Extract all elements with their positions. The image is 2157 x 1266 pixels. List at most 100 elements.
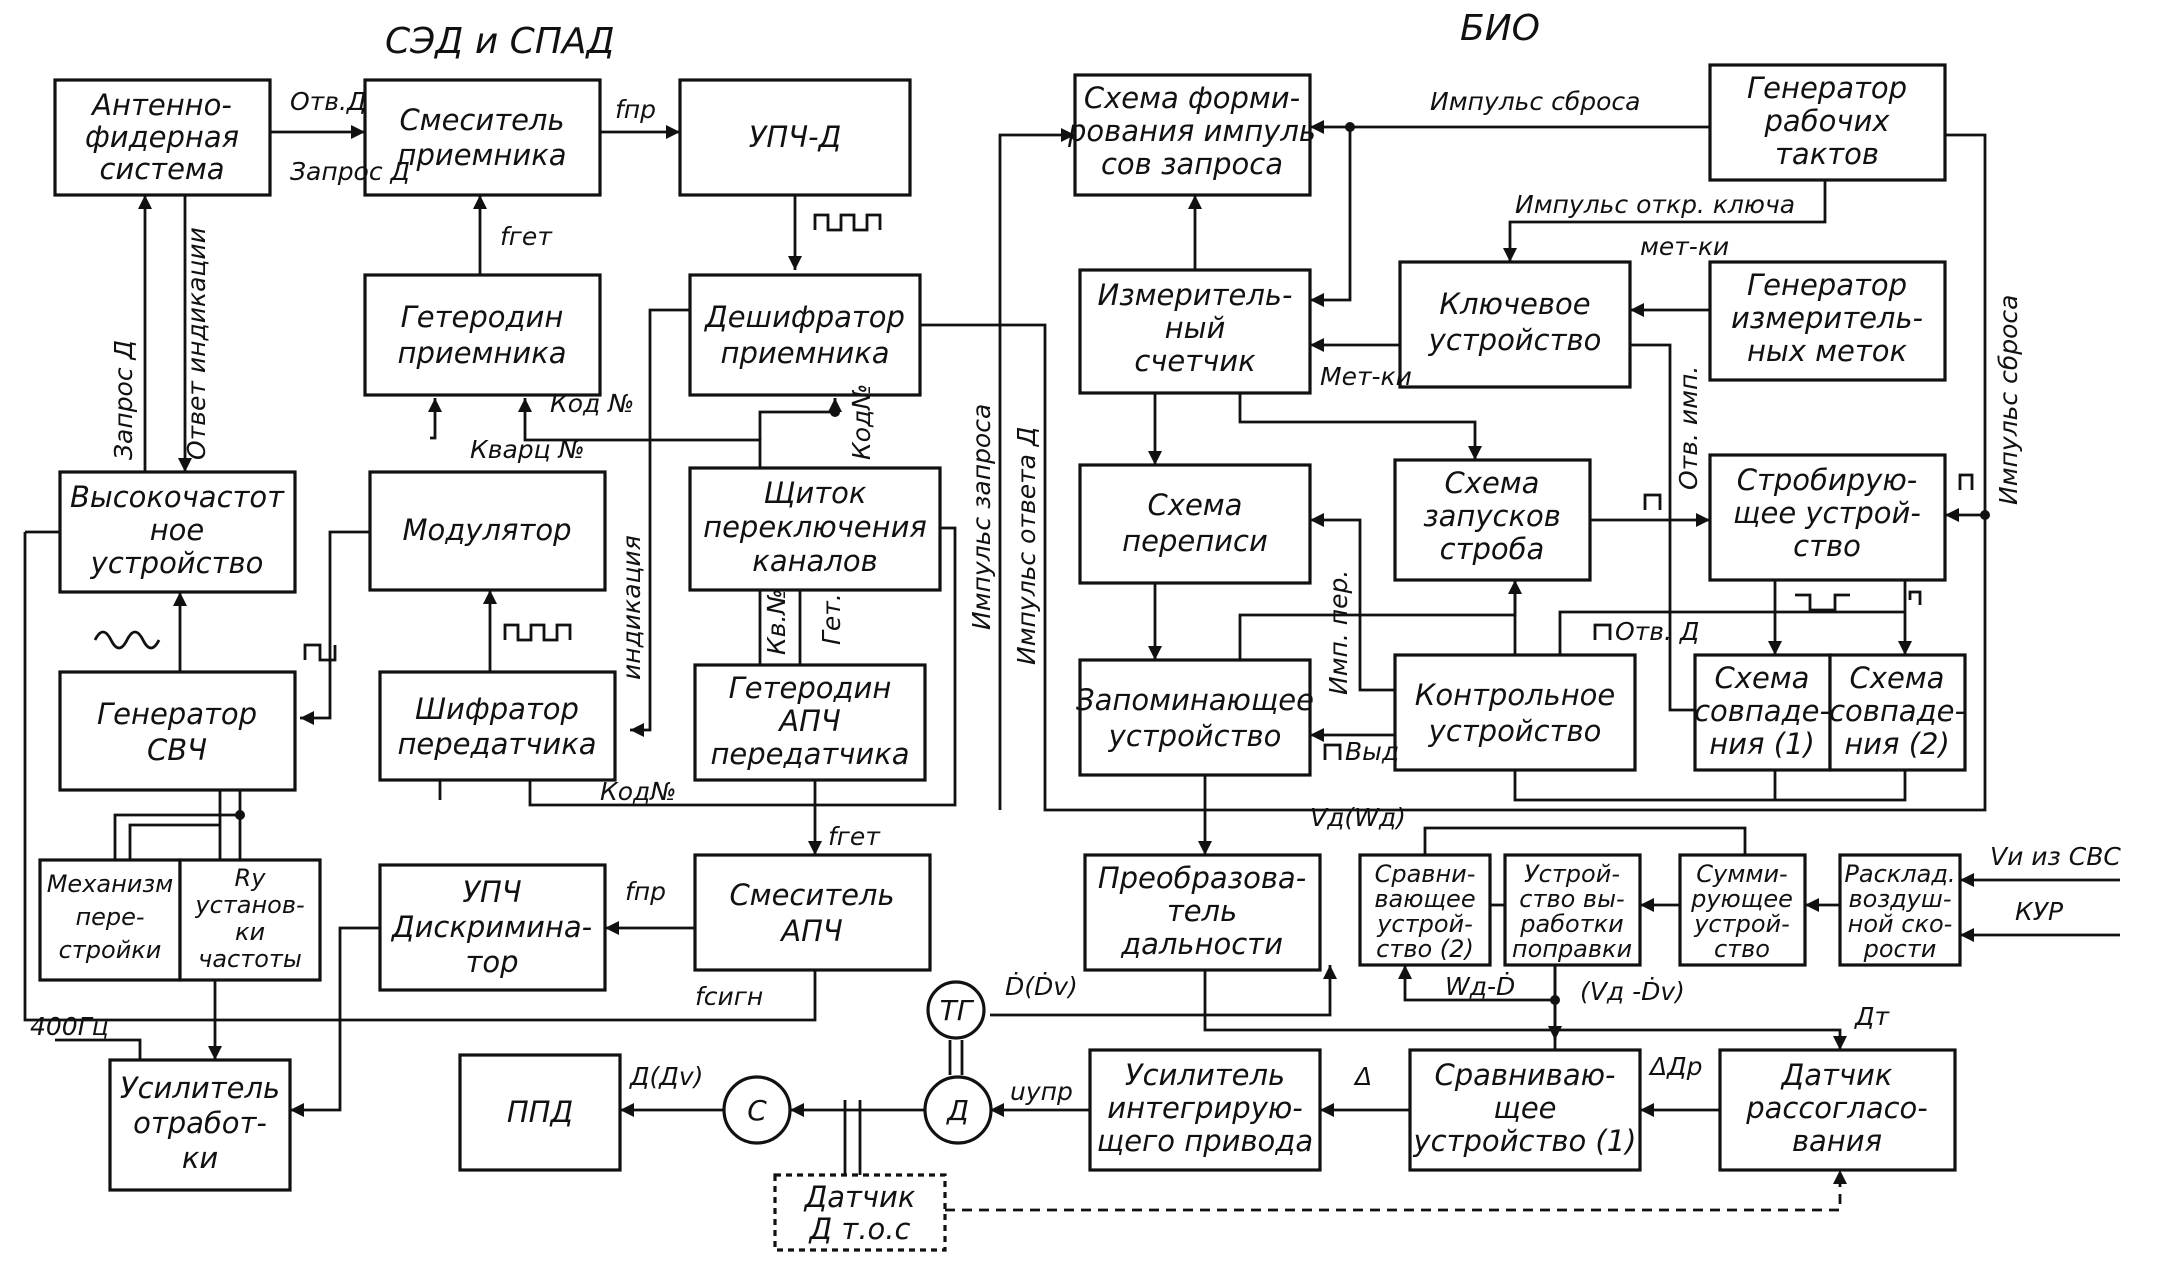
label-f-get-2: fгет	[828, 822, 881, 851]
svg-text:дальности: дальности	[1120, 927, 1283, 961]
svg-text:частоты: частоты	[198, 945, 302, 973]
svg-text:сов запроса: сов запроса	[1101, 147, 1283, 181]
svg-text:Генератор: Генератор	[1747, 71, 1907, 105]
label-indikatsiya: индикация	[617, 535, 646, 680]
block-correction-device: Устрой- ство вы- работки поправки	[1503, 853, 1642, 967]
block-mixer-receiver: Смеситель приемника	[363, 78, 602, 197]
pulse-query	[1643, 493, 1662, 510]
label-otv-d-2: Отв. Д	[1615, 617, 1699, 646]
svg-text:тактов: тактов	[1775, 137, 1879, 171]
block-amplifier-working: Усилитель отработ- ки	[108, 1058, 292, 1192]
block-heterodyne-receiver: Гетеродин приемника	[363, 273, 602, 397]
svg-text:тель: тель	[1167, 894, 1237, 928]
svg-text:воздуш-: воздуш-	[1848, 885, 1951, 913]
selsyn-c: С	[722, 1075, 792, 1145]
label-wd-d: Wд-Ḋ	[1445, 972, 1515, 1001]
svg-text:АПЧ: АПЧ	[777, 704, 841, 738]
svg-text:ство: ство	[1714, 935, 1770, 963]
svg-text:С: С	[747, 1094, 767, 1127]
block-channel-switch-panel: Щиток переключения каналов	[688, 466, 942, 592]
label-kod-3: Код№	[600, 777, 676, 806]
svg-text:интегрирую-: интегрирую-	[1107, 1091, 1302, 1125]
block-summing-device: Сумми- рующее устрой- ство	[1678, 853, 1807, 967]
block-memory-device: Запоминающее устройство	[1076, 658, 1314, 777]
label-vd-dv: (Vд -Ḋv)	[1580, 977, 1685, 1006]
motor-d: Д	[923, 1075, 993, 1145]
svg-text:Щиток: Щиток	[764, 476, 867, 510]
svg-text:Стробирую-: Стробирую-	[1737, 463, 1917, 497]
label-vd-wd: Vд(Wд)	[1310, 803, 1406, 832]
pulse-train-modulator	[503, 623, 572, 642]
svg-text:Схема: Схема	[1445, 466, 1540, 500]
label-f-pr-1: fпр	[615, 95, 656, 124]
block-measuring-counter: Измеритель- ный счетчик	[1078, 268, 1312, 395]
svg-text:Шифратор: Шифратор	[415, 692, 579, 726]
svg-text:АПЧ: АПЧ	[779, 914, 843, 948]
svg-text:ное: ное	[150, 513, 205, 547]
svg-text:УПЧ: УПЧ	[462, 875, 521, 909]
label-get: Гет.	[817, 593, 846, 645]
svg-text:ния (2): ния (2)	[1844, 727, 1950, 761]
svg-text:ство (2): ство (2)	[1376, 935, 1474, 963]
svg-text:Сравниваю-: Сравниваю-	[1434, 1058, 1615, 1092]
svg-text:ный: ный	[1165, 311, 1226, 345]
svg-text:счетчик: счетчик	[1134, 344, 1256, 378]
svg-text:отработ-: отработ-	[133, 1106, 267, 1140]
sine-burst-hf	[93, 630, 161, 650]
svg-text:ки: ки	[235, 918, 265, 946]
svg-text:ство вы-: ство вы-	[1519, 885, 1624, 913]
label-metki-1: мет-ки	[1640, 232, 1729, 261]
label-d-dv: Ḋ(Ḋv)	[1005, 972, 1078, 1001]
pulse-waveforms	[93, 213, 1974, 760]
svg-text:совпаде-: совпаде-	[1694, 694, 1830, 728]
label-kv-no: Кв.№	[762, 589, 791, 655]
svg-text:ных меток: ных меток	[1747, 334, 1908, 368]
pulse-coinc2	[1908, 590, 1922, 605]
svg-text:запусков: запусков	[1423, 499, 1561, 533]
svg-text:вающее: вающее	[1374, 885, 1475, 913]
pulse-vyd	[1323, 743, 1342, 760]
label-otv-d: Отв.Д	[290, 87, 366, 116]
block-upch-discriminator: УПЧ Дискримина- тор	[378, 863, 607, 992]
svg-text:ной ско-: ной ско-	[1848, 910, 1953, 938]
svg-text:устройство (1): устройство (1)	[1413, 1124, 1637, 1158]
svg-text:Сумми-: Сумми-	[1696, 860, 1787, 888]
svg-text:устройство: устройство	[1428, 323, 1602, 357]
svg-text:Гетеродин: Гетеродин	[401, 300, 564, 334]
block-frequency-setting: Rу установ- ки частоты	[178, 858, 322, 982]
pulse-strobe-out	[1795, 593, 1850, 612]
svg-text:Дешифратор: Дешифратор	[703, 300, 905, 334]
svg-text:УПЧ-Д: УПЧ-Д	[749, 120, 841, 154]
label-zapros-d: Запрос Д	[290, 157, 410, 186]
block-decoder-receiver: Дешифратор приемника	[688, 273, 922, 397]
svg-text:ки: ки	[182, 1141, 218, 1175]
block-upch-d: УПЧ-Д	[678, 78, 912, 197]
svg-text:щее: щее	[1494, 1091, 1557, 1125]
svg-text:вания: вания	[1792, 1124, 1882, 1158]
svg-text:строба: строба	[1440, 532, 1545, 566]
svg-text:рующее: рующее	[1690, 885, 1793, 913]
svg-text:ТГ: ТГ	[940, 994, 975, 1027]
label-400hz: 400Гц	[30, 1012, 109, 1041]
label-d-dv-out: Д(Дv)	[629, 1062, 703, 1091]
label-kvarts: Кварц №	[470, 435, 585, 464]
svg-text:ния (1): ния (1)	[1709, 727, 1815, 761]
block-coincidence-circuit-2: Схема совпаде- ния (2)	[1828, 653, 1967, 772]
svg-text:Контрольное: Контрольное	[1415, 678, 1616, 712]
svg-text:Схема: Схема	[1850, 661, 1945, 695]
label-impuls-otkr-klyucha: Импульс откр. ключа	[1515, 190, 1795, 219]
svg-text:Устрой-: Устрой-	[1524, 860, 1620, 888]
label-kod-1: Код №	[550, 389, 634, 418]
label-delta-dr: ΔДр	[1648, 1052, 1703, 1081]
label-impuls-sbrosa-2: Импульс сброса	[1994, 295, 2023, 506]
block-ppd: ППД	[458, 1053, 622, 1172]
label-impuls-sbrosa-1: Импульс сброса	[1430, 87, 1641, 116]
label-otvet-indikatsii: Ответ индикации	[182, 227, 211, 460]
svg-text:Усилитель: Усилитель	[120, 1071, 280, 1105]
svg-text:поправки: поправки	[1512, 935, 1632, 963]
svg-text:переключения: переключения	[703, 510, 927, 544]
arrowheads	[138, 120, 1974, 1184]
svg-text:рассогласо-: рассогласо-	[1745, 1091, 1928, 1125]
tachogenerator: ТГ	[926, 980, 986, 1040]
label-impuls-otveta: Импульс ответа Д	[1012, 427, 1041, 665]
